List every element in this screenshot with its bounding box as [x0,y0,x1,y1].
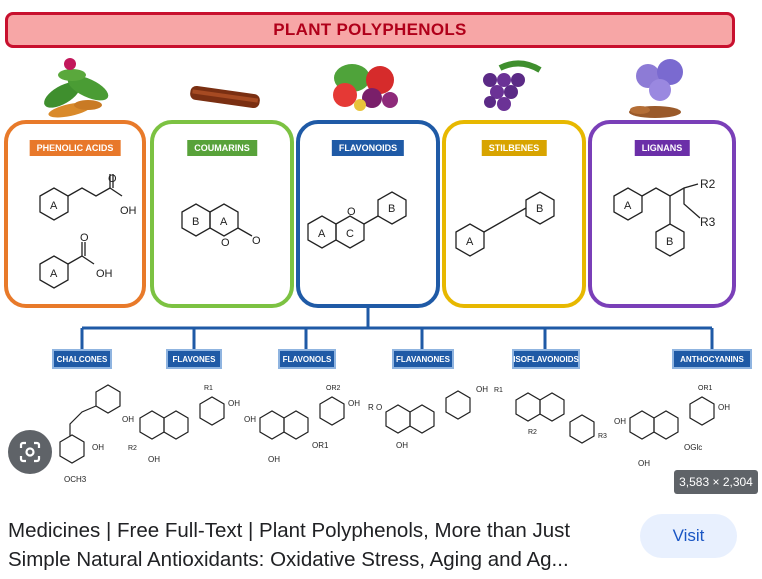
structure-stilbene: A B [455,191,555,257]
r1-label: R1 [494,387,503,394]
figure-title: PLANT POLYPHENOLS [5,12,735,48]
hydroxyl-label: OH [396,441,408,450]
hydroxyl-label: OH [120,205,137,217]
plant-illustrations [44,58,683,118]
ring-a-label: A [318,228,326,240]
structure-lignan: A B R2 R3 [613,177,716,257]
class-label-lignans: LIGNANS [634,140,690,156]
class-label-phenolic-acids: PHENOLIC ACIDS [29,140,121,156]
ring-a-label: A [50,200,58,212]
class-label-flavonoids: FLAVONOIDS [331,140,405,156]
hydroxyl-label: OH [476,385,488,394]
hydroxyl-label: OH [148,455,160,464]
subclass-structures: OCH3 OH OH R1 OH OH OH R2 OR2 OH OH OR1 … [34,384,730,484]
hydroxyl-label: OH [122,415,134,424]
google-lens-icon [19,441,41,463]
oxygen-label: O [347,206,356,218]
or1-label: OR1 [312,441,329,450]
panel-phenolic-acids: PHENOLIC ACIDS [4,120,146,308]
visit-button[interactable]: Visit [640,514,737,558]
hydroxyl-label: OH [718,403,730,412]
cinnamon-illustration [190,85,260,109]
r3-label: R3 [700,215,716,229]
subclass-anthocyanins: ANTHOCYANINS [672,349,752,369]
structure-phenolic-acid-2: A OH O [39,232,113,289]
oxygen-label: O [221,237,230,249]
ring-a-label: A [50,268,58,280]
subclass-flavanones: FLAVANONES [392,349,454,369]
ring-b-label: B [666,236,673,248]
ring-c-label: C [346,228,354,240]
structure-phenolic-acid-1: A OH O [39,173,137,221]
image-dimensions-badge: 3,583 × 2,304 [674,470,758,494]
subclass-isoflavonoids: ISOFLAVONOIDS [512,349,580,369]
structure-flavonol: OR2 OH OH OR1 OH [244,385,360,464]
och3-label: OCH3 [64,475,87,484]
structure-coumarin: B A O O [181,203,261,249]
hydroxyl-label: OH [348,399,360,408]
hydroxyl-label: OH [92,443,104,452]
structure-flavonoid: A C B O [307,191,407,249]
leaf-root-illustration [44,58,109,118]
r2-label: R2 [128,445,137,452]
oxygen-label: O [80,232,89,244]
hydroxyl-label: OH [268,455,280,464]
ring-a-label: A [466,236,474,248]
ring-b-label: B [536,203,543,215]
or2-label: OR2 [326,385,341,392]
ring-a-label: A [220,216,228,228]
ring-a-label: A [624,200,632,212]
structure-flavone: R1 OH OH OH R2 [122,385,240,464]
structure-anthocyanin: OR1 OH OH OGlc OH [614,385,730,468]
google-lens-button[interactable] [8,430,52,474]
structure-isoflavonoid: R1 R2 R3 [494,387,607,444]
result-title-link[interactable]: Medicines | Free Full-Text | Plant Polyp… [8,516,628,574]
ro-label: R O [368,403,382,412]
hydroxyl-label: OH [244,415,256,424]
structure-chalcone: OCH3 OH OH [34,384,121,484]
ring-b-label: B [388,203,395,215]
r2-label: R2 [700,177,716,191]
hydroxyl-label: OH [228,399,240,408]
subclass-connector [80,306,714,349]
r1-label: R1 [204,385,213,392]
or1-label: OR1 [698,385,713,392]
hydroxyl-label: OH [638,459,650,468]
result-image[interactable]: PLANT POLYPHENOLS [0,0,762,500]
result-title-line-1: Medicines | Free Full-Text | Plant Polyp… [8,519,571,542]
subclass-flavonols: FLAVONOLS [278,349,336,369]
panel-lignans: LIGNANS [588,120,736,308]
ring-b-label: B [192,216,199,228]
oxygen-label: O [108,173,117,185]
hydroxyl-label: OH [96,268,113,280]
flax-flower-illustration [629,59,683,118]
structure-flavanone: R O OH OH [368,385,488,450]
class-label-coumarins: COUMARINS [187,140,257,156]
class-structures: A OH O A OH O B A O O A C [39,173,716,289]
fruits-vegetables-illustration [333,64,398,111]
oglc-label: OGlc [684,443,702,452]
result-title-line-2: Simple Natural Antioxidants: Oxidative S… [8,548,569,571]
class-label-stilbenes: STILBENES [481,140,547,156]
r2-label: R2 [528,429,537,436]
grapes-illustration [483,60,542,111]
subclass-chalcones: CHALCONES [52,349,112,369]
subclass-flavones: FLAVONES [166,349,222,369]
hydroxyl-label: OH [614,417,626,426]
panel-stilbenes: STILBENES [442,120,586,308]
oxygen-label: O [252,235,261,247]
panel-coumarins: COUMARINS [150,120,294,308]
r3-label: R3 [598,433,607,440]
